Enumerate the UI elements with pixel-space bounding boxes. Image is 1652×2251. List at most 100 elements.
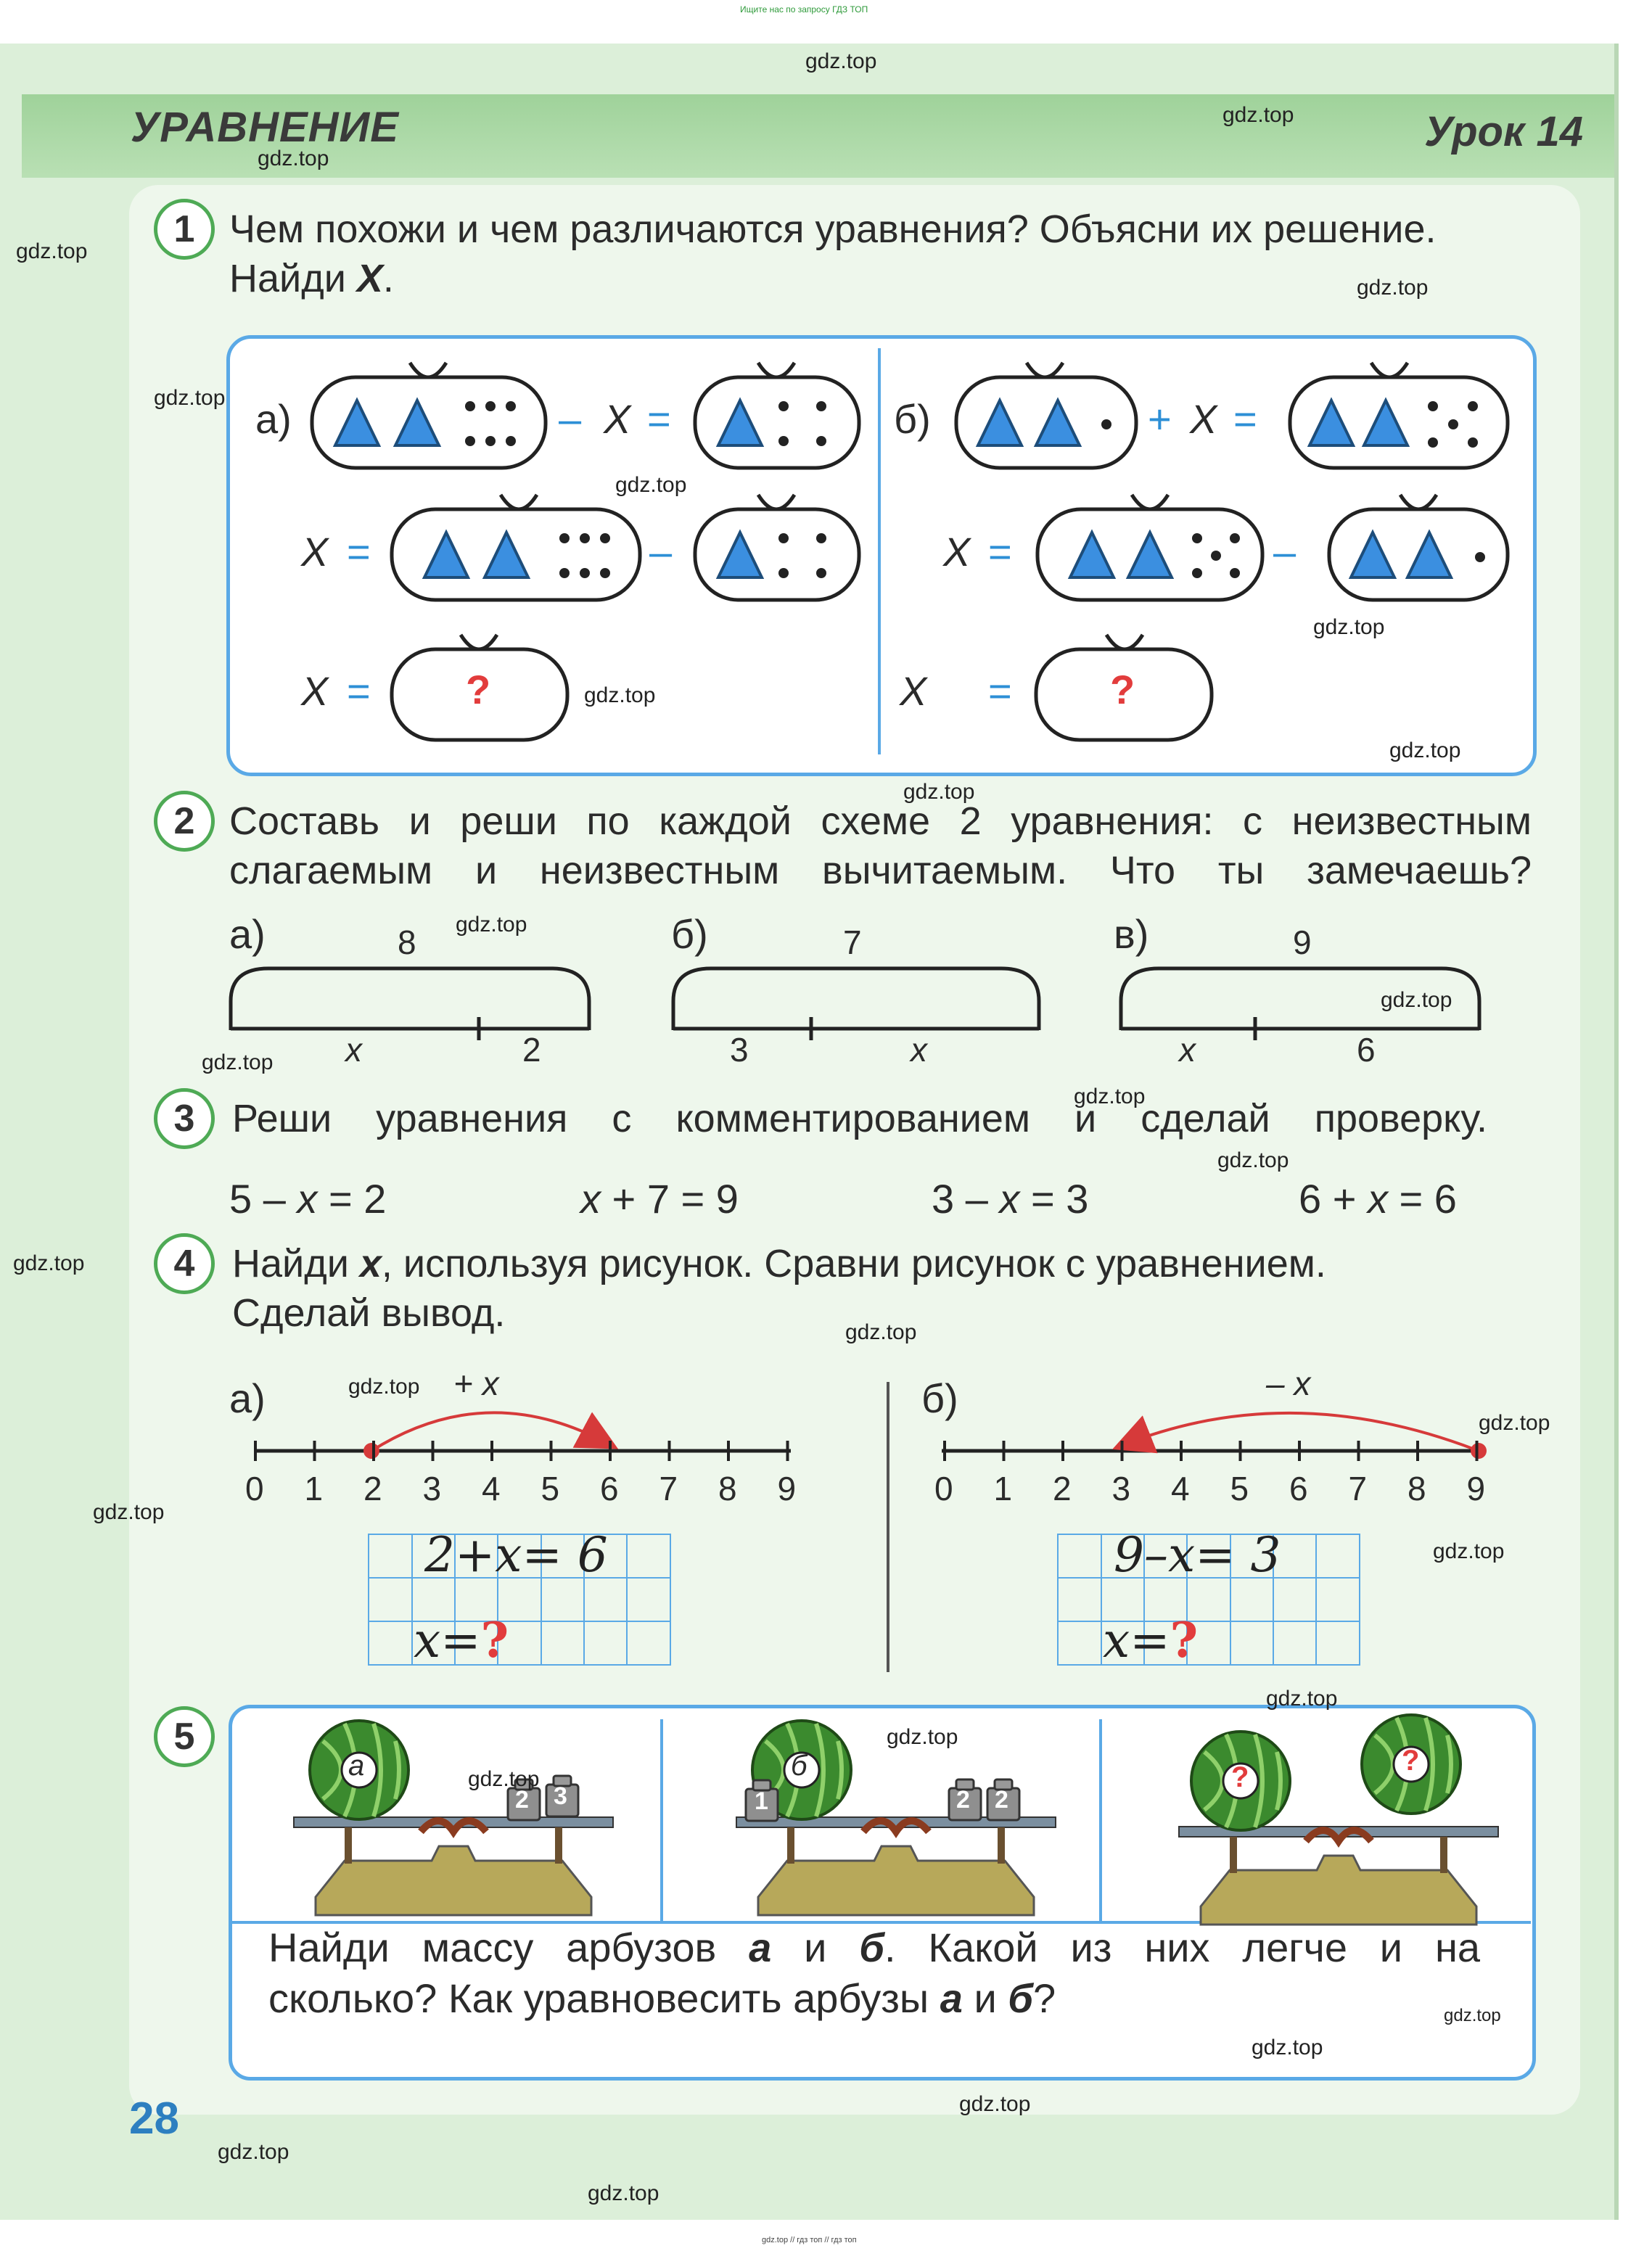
- task2-text: Составь и реши по каждой схеме 2 уравнен…: [229, 797, 1532, 895]
- watermark: gdz.top: [1266, 1687, 1338, 1711]
- capsule-a3: [390, 493, 642, 602]
- watermark: gdz.top: [903, 780, 975, 804]
- numberline-a-tick-label: 2: [363, 1470, 382, 1507]
- header-band: [22, 94, 1614, 178]
- page-title: УРАВНЕНИЕ: [131, 104, 399, 151]
- watermark: gdz.top: [1479, 1411, 1550, 1435]
- page-number: 28: [129, 2094, 179, 2144]
- scheme-b-total: 7: [843, 923, 862, 961]
- watermark: gdz.top: [258, 147, 329, 170]
- arc-label-b: – x: [1266, 1365, 1311, 1402]
- watermark: gdz.top: [887, 1725, 958, 1749]
- numberline-a-tick-label: 5: [541, 1470, 560, 1507]
- numberline-b-tick-label: 8: [1408, 1470, 1426, 1507]
- task1-line1: Чем похожи и чем различаются уравнения? …: [229, 207, 1437, 251]
- scheme-a-label: а): [229, 911, 266, 957]
- question-mark: ?: [1110, 667, 1135, 712]
- task5-hline: [232, 1921, 1531, 1924]
- task2-line2: слагаемым и неизвестным вычитаемым. Что …: [229, 849, 1532, 892]
- grid-b: [1057, 1534, 1360, 1666]
- weight-label: 3: [554, 1782, 567, 1810]
- task2-line1: Составь и реши по каждой схеме 2 уравнен…: [229, 799, 1532, 843]
- task1-text: Чем похожи и чем различаются уравнения? …: [229, 205, 1535, 303]
- scheme-a-total: 8: [398, 923, 416, 961]
- grid-a-equation: 2+x= 6: [424, 1527, 608, 1583]
- scheme-a: [229, 966, 591, 1040]
- task3-text: Реши уравнения с комментированием и сдел…: [232, 1094, 1487, 1143]
- numberline-a-tick-label: 1: [304, 1470, 324, 1507]
- equation-2: x + 7 = 9: [580, 1176, 739, 1222]
- watermark: gdz.top: [1222, 103, 1294, 127]
- task1-line2: Найди Х.: [229, 257, 394, 300]
- numberline-b-tick-label: 0: [934, 1470, 953, 1507]
- numberline-b: [942, 1411, 1487, 1459]
- numberline-b-tick-label: 1: [993, 1470, 1013, 1507]
- task1-divider: [878, 348, 881, 754]
- x-var: Х: [301, 529, 329, 575]
- grid-b-equation: 9–x= 3: [1114, 1527, 1281, 1583]
- equation-1: 5 – x = 2: [229, 1176, 387, 1222]
- watermark: gdz.top: [1433, 1539, 1505, 1563]
- arc-label-a: + x: [453, 1365, 499, 1402]
- equals-sign: =: [988, 668, 1012, 714]
- numberline-b-tick-label: 5: [1230, 1470, 1249, 1507]
- task-number-3: 3: [154, 1088, 215, 1149]
- equation-4: 6 + x = 6: [1299, 1176, 1457, 1222]
- capsule-a2: [693, 361, 861, 470]
- equals-sign: =: [647, 396, 671, 442]
- x-var: Х: [1190, 396, 1217, 442]
- task-number-2: 2: [154, 791, 215, 852]
- task4-line2: Сделай вывод.: [232, 1291, 506, 1335]
- numberline-b-tick-label: 7: [1348, 1470, 1368, 1507]
- numberline-b-tick-label: 9: [1466, 1470, 1486, 1507]
- watermark: gdz.top: [1252, 2036, 1323, 2059]
- watermark: gdz.top: [845, 1320, 917, 1344]
- watermark: gdz.top: [1381, 988, 1452, 1012]
- numberline-a-tick-label: 0: [245, 1470, 264, 1507]
- watermark: gdz.top: [348, 1375, 420, 1399]
- watermark: gdz.top: [202, 1050, 274, 1074]
- grid-b-answer: x=?: [1103, 1612, 1199, 1668]
- watermark: gdz.top: [13, 1251, 85, 1275]
- minus-sign: –: [559, 396, 582, 442]
- watermark: gdz.top: [959, 2092, 1031, 2116]
- equals-sign: =: [1233, 396, 1257, 442]
- watermark: gdz.top: [1313, 615, 1385, 639]
- scale-1: [294, 1721, 613, 1915]
- watermark: gdz.top: [584, 683, 656, 707]
- equation-3: 3 – x = 3: [932, 1176, 1089, 1222]
- watermark: gdz.top: [1217, 1148, 1289, 1172]
- numberline-a-tick-label: 4: [482, 1470, 501, 1507]
- equals-sign: =: [347, 529, 371, 575]
- x-var: Х: [301, 668, 329, 714]
- task5-line2: сколько? Как уравновесить арбузы а и б?: [268, 1975, 1056, 2021]
- scheme-c-left: x: [1179, 1031, 1196, 1069]
- numberline-a-tick-label: 9: [777, 1470, 797, 1507]
- scheme-c-right: 6: [1357, 1031, 1376, 1069]
- melon-label-b: б: [791, 1750, 807, 1782]
- numberline-a-tick-label: 3: [422, 1470, 442, 1507]
- watermark: gdz.top: [154, 386, 226, 410]
- question-mark: ?: [466, 667, 491, 712]
- task-number-1: 1: [154, 199, 215, 260]
- scale-3: [1179, 1715, 1498, 1925]
- task1-part-b-label: б): [894, 396, 931, 442]
- numberline-a: [254, 1411, 791, 1459]
- melon-question-left: ?: [1231, 1761, 1249, 1793]
- task4-line1: Найди x, используя рисунок. Сравни рисун…: [232, 1242, 1326, 1285]
- watermark: gdz.top: [93, 1500, 165, 1524]
- task4-text: Найди x, используя рисунок. Сравни рисун…: [232, 1239, 1502, 1338]
- watermark: gdz.top: [468, 1767, 540, 1791]
- watermark: gdz.top: [1074, 1085, 1146, 1108]
- scheme-b: [671, 966, 1041, 1040]
- scheme-c-total: 9: [1293, 923, 1312, 961]
- task5-line1: Найди массу арбузов а и б. Какой из них …: [268, 1925, 1481, 1970]
- capsule-b5: [1034, 633, 1214, 742]
- scheme-a-left: x: [345, 1031, 362, 1069]
- equals-sign: =: [347, 668, 371, 714]
- weight-label: 2: [956, 1786, 970, 1814]
- task1-part-a-label: а): [255, 396, 292, 442]
- minus-sign: –: [649, 529, 673, 575]
- watermark: gdz.top: [218, 2140, 289, 2164]
